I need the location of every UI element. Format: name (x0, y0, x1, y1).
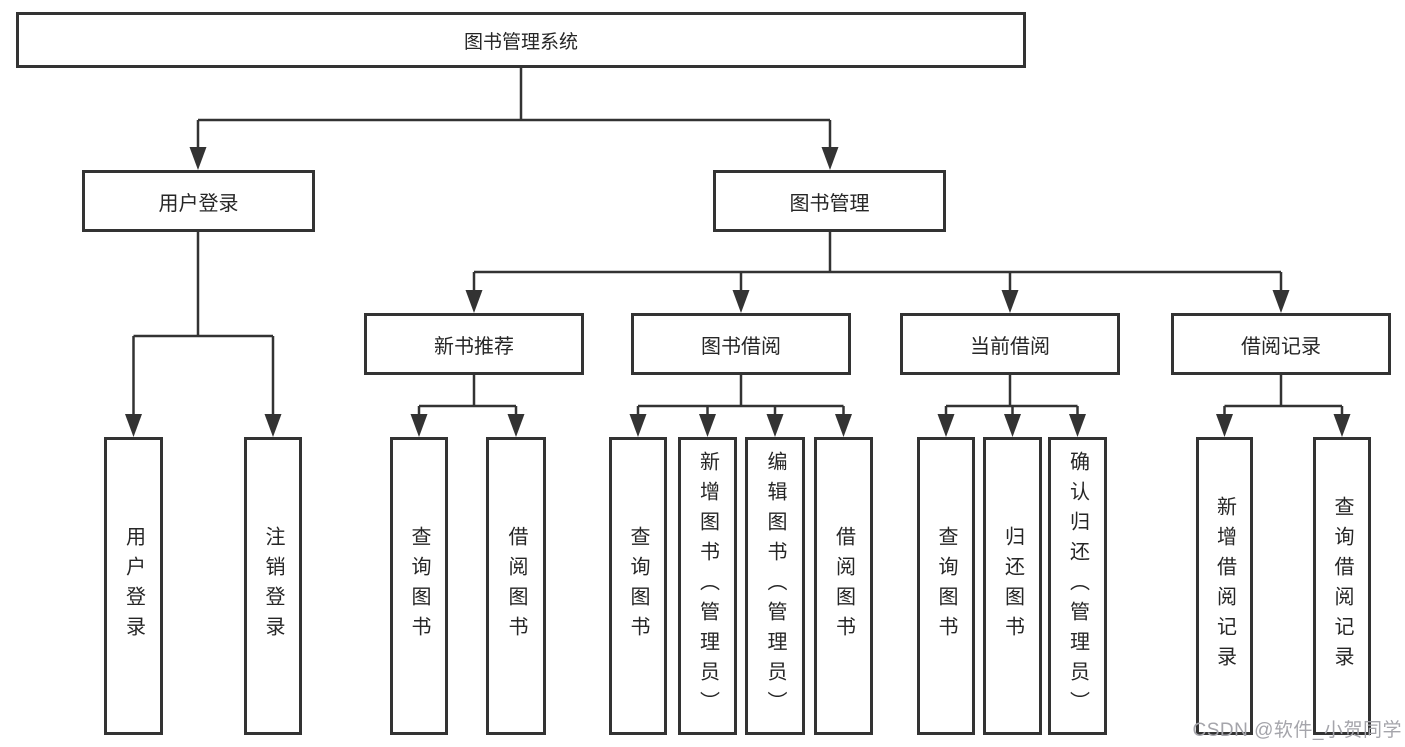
arrowheads (125, 147, 1351, 437)
node-label: 编辑图书（管理员） (764, 451, 786, 721)
node-label: 图书管理 (789, 192, 870, 215)
leaf-add-book-admin: 新增图书（管理员） (678, 437, 737, 735)
node-label: 注销登录 (262, 526, 284, 646)
node-label: 当前借阅 (970, 335, 1050, 358)
node-label: 查询图书 (935, 526, 957, 646)
node-label: 新增图书（管理员） (696, 451, 719, 721)
leaf-borrow-borrow-book: 借阅图书 (814, 437, 873, 735)
node-current-borrowing: 当前借阅 (900, 313, 1120, 375)
leaf-edit-book-admin: 编辑图书（管理员） (745, 437, 805, 735)
node-label: 查询图书 (627, 526, 649, 646)
leaf-current-query-book: 查询图书 (917, 437, 975, 735)
node-new-book-recommend: 新书推荐 (364, 313, 584, 375)
node-label: 归还图书 (1001, 526, 1024, 646)
leaf-query-borrow-record: 查询借阅记录 (1313, 437, 1371, 735)
node-label: 图书管理系统 (463, 31, 578, 53)
node-label: 借阅图书 (832, 526, 855, 646)
leaf-rec-borrow-book: 借阅图书 (486, 437, 546, 735)
node-label: 用户登录 (122, 526, 145, 646)
csdn-watermark: CSDN @软件_小贺同学 (1192, 720, 1402, 741)
leaf-return-book: 归还图书 (983, 437, 1042, 735)
node-label: 借阅记录 (1241, 335, 1321, 358)
node-label: 用户登录 (158, 192, 239, 215)
node-label: 借阅图书 (505, 526, 527, 646)
node-label: 查询借阅记录 (1331, 496, 1353, 676)
node-label: 新书推荐 (434, 335, 514, 358)
leaf-logout: 注销登录 (244, 437, 302, 735)
node-label: 新增借阅记录 (1213, 496, 1236, 676)
node-label: 图书借阅 (701, 335, 781, 358)
node-book-management: 图书管理 (713, 170, 946, 232)
leaf-add-borrow-record: 新增借阅记录 (1196, 437, 1253, 735)
node-user-login: 用户登录 (82, 170, 315, 232)
node-library-management-system: 图书管理系统 (16, 12, 1026, 68)
leaf-rec-query-book: 查询图书 (390, 437, 448, 735)
leaf-borrow-query-book: 查询图书 (609, 437, 667, 735)
node-label: 查询图书 (408, 526, 430, 646)
node-book-borrowing: 图书借阅 (631, 313, 851, 375)
leaf-confirm-return-admin: 确认归还（管理员） (1048, 437, 1107, 735)
node-borrow-records: 借阅记录 (1171, 313, 1391, 375)
leaf-user-login: 用户登录 (104, 437, 163, 735)
node-label: 确认归还（管理员） (1066, 451, 1089, 721)
